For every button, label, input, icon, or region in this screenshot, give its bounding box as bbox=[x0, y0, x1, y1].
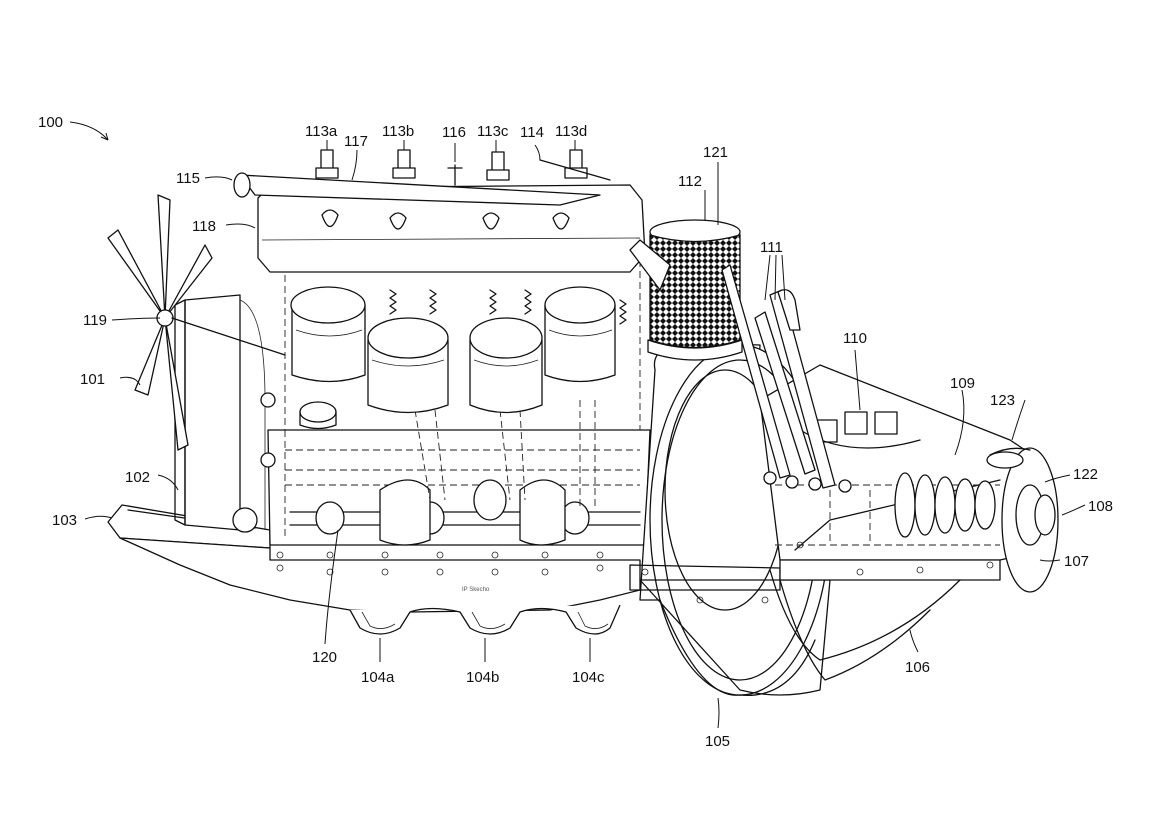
label-123: 123 bbox=[990, 392, 1015, 409]
label-120: 120 bbox=[312, 649, 337, 666]
engine-block bbox=[267, 400, 651, 576]
label-103: 103 bbox=[52, 512, 77, 529]
label-121: 121 bbox=[703, 144, 728, 161]
radiator bbox=[174, 294, 276, 533]
label-118: 118 bbox=[192, 218, 216, 235]
label-114: 114 bbox=[520, 124, 544, 141]
spark-plugs bbox=[315, 149, 611, 186]
valve-cover bbox=[233, 172, 646, 273]
label-107: 107 bbox=[1064, 553, 1089, 570]
label-105: 105 bbox=[705, 733, 730, 750]
cooling-fan bbox=[107, 194, 286, 451]
label-116: 116 bbox=[442, 124, 466, 141]
label-113a: 113a bbox=[305, 123, 338, 140]
label-117: 117 bbox=[344, 133, 368, 150]
linkage-rods bbox=[721, 264, 852, 493]
label-102: 102 bbox=[125, 469, 150, 486]
output-shaft bbox=[986, 447, 1059, 593]
reference-numerals: 100 101 102 103 104a 104b 104c 105 106 1… bbox=[38, 114, 1113, 750]
label-122: 122 bbox=[1073, 466, 1098, 483]
label-100: 100 bbox=[38, 114, 63, 131]
label-104c: 104c bbox=[572, 669, 605, 686]
label-104a: 104a bbox=[361, 669, 395, 686]
label-113d: 113d bbox=[555, 123, 587, 140]
label-112: 112 bbox=[678, 173, 702, 190]
watermark-text: IP Skecho bbox=[462, 587, 490, 593]
leader-lines bbox=[69, 121, 1086, 729]
transmission bbox=[641, 364, 1046, 681]
label-106: 106 bbox=[905, 659, 930, 676]
label-109: 109 bbox=[950, 375, 975, 392]
label-104b: 104b bbox=[466, 669, 499, 686]
oil-sump: IP Skecho bbox=[349, 587, 621, 635]
label-108: 108 bbox=[1088, 498, 1113, 515]
label-119: 119 bbox=[83, 312, 107, 329]
label-115: 115 bbox=[176, 170, 200, 187]
label-101: 101 bbox=[80, 371, 105, 388]
air-filter bbox=[629, 219, 743, 361]
label-111: 111 bbox=[760, 239, 783, 256]
cylinders bbox=[284, 260, 641, 430]
label-113b: 113b bbox=[382, 123, 414, 140]
label-113c: 113c bbox=[477, 123, 509, 140]
label-110: 110 bbox=[843, 330, 867, 347]
